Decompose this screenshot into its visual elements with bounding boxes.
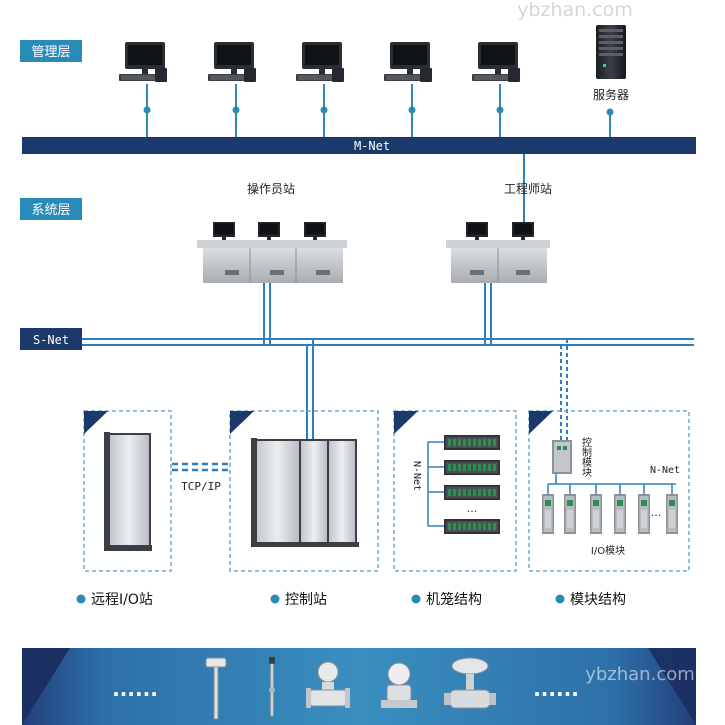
io-module-label: I/O模块 — [591, 545, 625, 557]
m-net-bus: M-Net — [22, 137, 696, 154]
control-valve-icon — [444, 657, 496, 709]
band-dots-left: ...... — [112, 677, 158, 701]
legend-remote-io: 远程I/O站 — [76, 592, 153, 608]
workstation-5 — [472, 42, 520, 137]
operator-console — [197, 222, 347, 283]
legend-control-station: 控制站 — [270, 592, 327, 608]
s-net-bus — [82, 338, 694, 346]
module-ellipsis: ... — [651, 506, 662, 519]
thermocouple-icon — [205, 657, 227, 720]
n-net-vertical-label: N-Net — [411, 461, 422, 491]
field-instrument-band — [22, 648, 696, 725]
cage-ellipsis: ... — [467, 502, 478, 515]
s-net-label: S-Net — [33, 333, 69, 347]
tcp-ip-label: TCP/IP — [181, 480, 221, 493]
server-icon — [596, 25, 626, 137]
engineer-console — [446, 222, 550, 283]
pressure-transmitter-icon — [381, 662, 417, 708]
engineer-station-label: 工程师站 — [504, 181, 552, 196]
module-structure — [528, 410, 690, 572]
control-module-text: 控制模块 — [580, 436, 592, 478]
m-net-label: M-Net — [354, 139, 390, 153]
cage-structure — [393, 410, 517, 572]
management-layer-label: 管理层 — [31, 45, 70, 60]
workstation-3 — [296, 42, 344, 137]
legend-control-station-label: 控制站 — [285, 592, 327, 608]
workstation-1 — [119, 42, 167, 137]
legend-module-structure: 模块结构 — [555, 592, 626, 608]
watermark-bottom: ybzhan.com — [585, 664, 695, 685]
n-net-horizontal-label: N-Net — [650, 465, 680, 476]
system-layer-label: 系统层 — [31, 203, 70, 218]
watermark-top: ybzhan.com — [517, 0, 633, 21]
control-module-label: 控制模块 — [580, 436, 592, 478]
server-label: 服务器 — [593, 87, 629, 102]
management-layer-badge: 管理层 — [20, 40, 82, 62]
remote-io-station — [83, 410, 172, 572]
legend-remote-io-label: 远程I/O站 — [91, 592, 153, 608]
legend-cage-structure: 机笼结构 — [411, 591, 482, 608]
s-net-badge: S-Net — [20, 328, 82, 350]
workstation-2 — [208, 42, 256, 137]
tcp-ip-link — [172, 462, 230, 472]
control-station — [229, 410, 379, 572]
operator-station-label: 操作员站 — [247, 181, 295, 196]
legend-cage-structure-label: 机笼结构 — [426, 591, 482, 608]
level-sensor-icon — [269, 657, 275, 717]
system-layer-badge: 系统层 — [20, 198, 82, 220]
legend-module-structure-label: 模块结构 — [570, 592, 626, 608]
flowmeter-icon — [306, 661, 350, 708]
band-dots-right: ...... — [533, 677, 579, 701]
workstation-4 — [384, 42, 432, 137]
